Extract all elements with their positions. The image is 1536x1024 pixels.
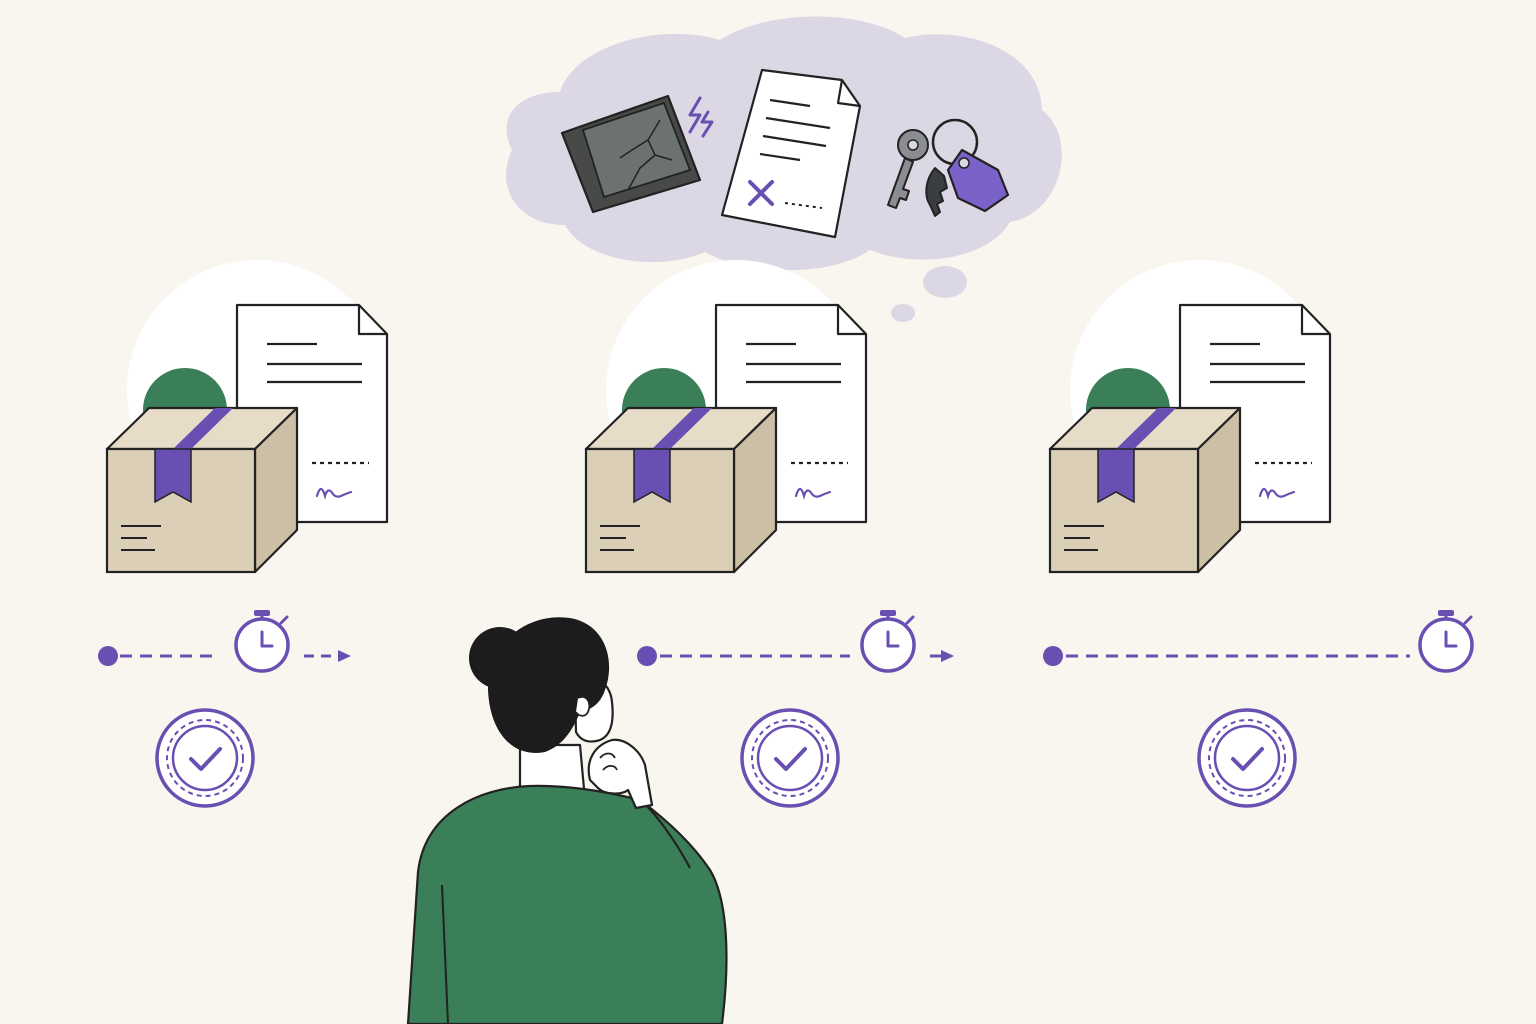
check-badge-icon <box>155 708 255 808</box>
check-badge-icon <box>1197 708 1297 808</box>
timeline-1 <box>98 608 351 673</box>
thought-bubble <box>506 16 1062 322</box>
timeline-3 <box>1043 608 1474 673</box>
broken-tablet-icon <box>560 94 714 214</box>
thinking-person <box>406 617 728 1024</box>
timeline-2 <box>637 608 954 673</box>
check-badge-icon <box>740 708 840 808</box>
unsigned-contract-icon <box>720 68 862 239</box>
keys-icon <box>887 118 1010 217</box>
